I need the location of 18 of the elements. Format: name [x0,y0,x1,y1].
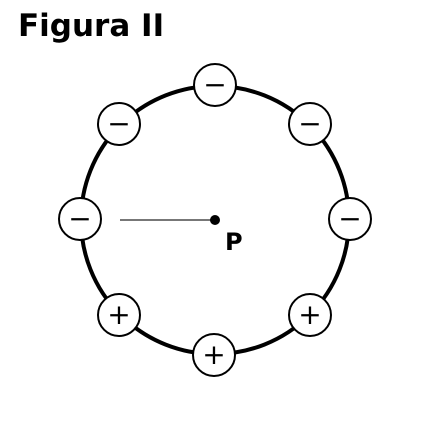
charge-sign: − [203,71,227,99]
charge-sign: + [202,341,226,369]
charge-sign: − [298,110,322,138]
charge-circle [97,102,141,146]
charge-circle [192,333,236,377]
charge-sign: + [298,301,322,329]
charge-circle [288,293,332,337]
point-label: P [225,230,243,254]
charge-circle [328,197,372,241]
charge-sign: − [338,205,362,233]
charge-circle [58,197,102,241]
charge-sign: − [68,205,92,233]
charge-circle [288,102,332,146]
charge-circle [97,293,141,337]
charge-sign: + [107,301,131,329]
title: Figura II [18,8,164,46]
charge-circle [193,63,237,107]
charge-sign: − [107,110,131,138]
